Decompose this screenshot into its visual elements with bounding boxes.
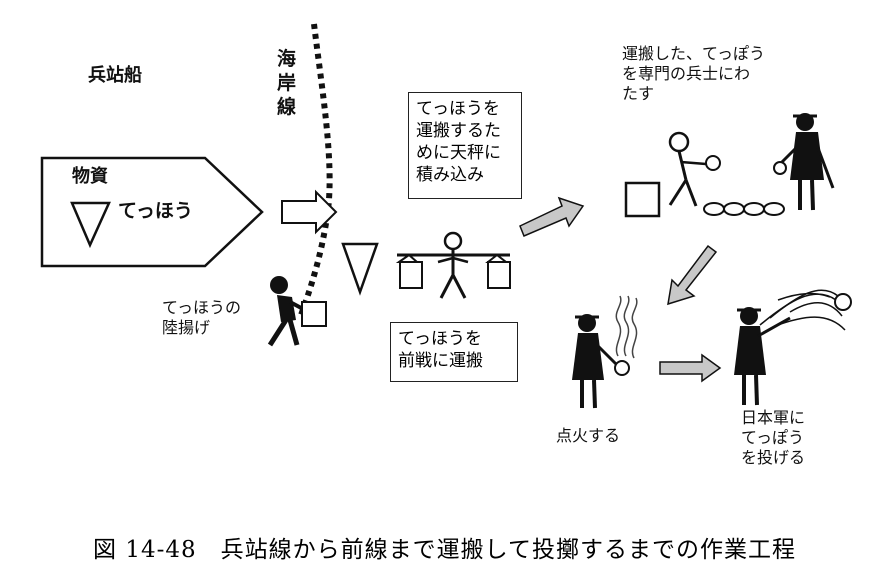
teppou-triangle-icon <box>70 201 111 249</box>
arrow-to-throw <box>659 353 722 383</box>
landing-arrow <box>281 189 338 235</box>
shore-triangle-icon <box>341 242 379 296</box>
coastline-label: 海 岸 線 <box>277 48 297 118</box>
teppou-label: てっほう <box>118 200 193 222</box>
landing-soldier-figure <box>267 276 327 347</box>
arrow-to-handover <box>519 196 585 237</box>
coastline-dotted-line <box>297 23 333 320</box>
throw-label: 日本軍に てっぽう を投げる <box>741 408 806 467</box>
arrow-to-ignite <box>667 244 718 306</box>
landing-label: てっほうの 陸揚げ <box>162 298 242 337</box>
ignite-label: 点火する <box>556 426 621 445</box>
ignite-soldier-figure <box>572 295 638 409</box>
pole-carrier-figure <box>395 231 511 299</box>
supply-ship-label: 兵站船 <box>88 65 142 86</box>
handover-label: 運搬した、てっぽう を専門の兵士にわ たす <box>622 44 766 103</box>
figure-caption: 図 14-48 兵站線から前線まで運搬して投擲するまでの作業工程 <box>93 537 796 563</box>
carry-box: てっほうを 運搬するた めに天秤に 積み込み <box>408 92 522 199</box>
supply-ship-shape <box>40 156 264 268</box>
throw-soldier-figure <box>734 289 852 406</box>
front-box: てっほうを 前戦に運搬 <box>390 322 518 382</box>
goods-label: 物資 <box>72 166 108 187</box>
handover-scene <box>624 113 835 218</box>
